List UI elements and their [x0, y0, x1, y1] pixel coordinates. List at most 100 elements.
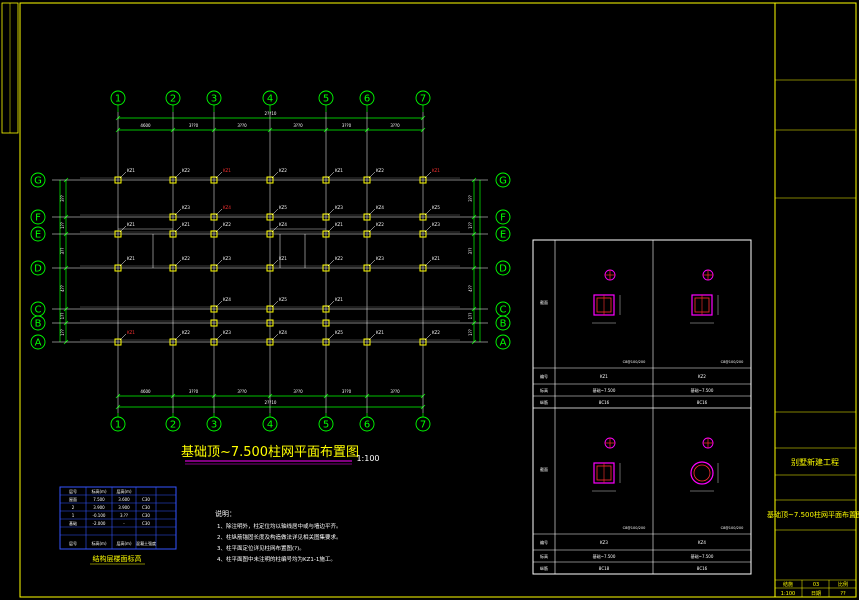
- axis-bubble: [415, 90, 431, 106]
- column-label: KZ1: [182, 222, 190, 227]
- column-square: [169, 264, 177, 272]
- axis-bubble: [495, 226, 511, 242]
- column-square: [322, 305, 330, 313]
- column-leader: [424, 208, 432, 216]
- section-row-header: 纵筋: [540, 399, 548, 405]
- dimension-label: 3??: [60, 195, 65, 202]
- axis-bubble-label: A: [500, 338, 507, 349]
- axis-bubble-label: G: [499, 176, 507, 187]
- column-label: KZ4: [223, 205, 231, 210]
- section-elev: 基础~7.500: [691, 387, 714, 393]
- column-square: [322, 264, 330, 272]
- dimension-label: 4600: [140, 389, 151, 394]
- axis-bubble: [318, 90, 334, 106]
- notes-heading: 说明：: [215, 509, 236, 518]
- schedule-cell: C30: [142, 521, 150, 526]
- section-id: KZ4: [698, 540, 706, 545]
- axis-bubble: [359, 90, 375, 106]
- axis-bubble-label: 4: [267, 420, 273, 431]
- title-block-cell: 03: [813, 582, 819, 588]
- axis-bubble: [30, 172, 46, 188]
- axis-bubble: [110, 90, 126, 106]
- schedule-cell: 3.??: [120, 513, 128, 518]
- column-leader: [368, 333, 376, 341]
- dimension-label: 3??0: [342, 389, 352, 394]
- column-square: [419, 176, 427, 184]
- column-leader: [174, 171, 182, 179]
- axis-bubble: [359, 416, 375, 432]
- axis-bubble-label: B: [35, 319, 42, 330]
- section-rebar: 8C16: [599, 400, 610, 405]
- column-square: [169, 213, 177, 221]
- column-square: [419, 338, 427, 346]
- axis-bubble-label: B: [500, 319, 507, 330]
- dimension-label: 3??0: [342, 123, 352, 128]
- plan-scale: 1:100: [356, 454, 379, 463]
- dimension-label: 4??: [60, 285, 65, 292]
- column-leader: [174, 208, 182, 216]
- column-leader: [271, 300, 279, 308]
- axis-bubble-label: 7: [420, 420, 426, 431]
- column-leader: [424, 225, 432, 233]
- column-label: KZ3: [432, 222, 440, 227]
- schedule-cell: C30: [142, 497, 150, 502]
- column-square: [322, 176, 330, 184]
- axis-bubble: [30, 260, 46, 276]
- column-label: KZ3: [223, 256, 231, 261]
- axis-bubble-label: 1: [115, 94, 121, 105]
- column-label: KZ1: [279, 256, 287, 261]
- schedule-cell: 屋面: [69, 496, 77, 502]
- column-label: KZ2: [182, 168, 190, 173]
- dimension-label: 3??: [60, 248, 65, 255]
- column-square: [169, 338, 177, 346]
- axis-bubble: [495, 334, 511, 350]
- dimension-label: 2??10: [265, 111, 277, 116]
- column-label: KZ2: [376, 168, 384, 173]
- column-label: KZ4: [279, 330, 287, 335]
- dimension-label: 1??: [468, 329, 473, 336]
- notes: 说明： 1、除注明外，柱定位均以轴线居中或与墙边平齐。 2、柱纵筋锚固长度及构造…: [215, 509, 342, 563]
- dimension-label: 4??: [468, 285, 473, 292]
- column-label: KZ5: [279, 205, 287, 210]
- schedule-cell: 7.500: [93, 497, 105, 502]
- section-rebar: 8C16: [697, 400, 708, 405]
- axis-bubble-label: C: [35, 305, 42, 316]
- column-leader: [215, 333, 223, 341]
- column-square: [210, 213, 218, 221]
- dimension-label: 3??0: [390, 123, 400, 128]
- column-leader: [271, 208, 279, 216]
- plan-grid-lines: [52, 112, 488, 413]
- column-square: [322, 213, 330, 221]
- section-row-header: 编号: [540, 373, 548, 379]
- column-leader: [327, 171, 335, 179]
- section-hoop: C8@100/200: [623, 526, 646, 530]
- column-label: KZ1: [335, 222, 343, 227]
- column-square: [266, 264, 274, 272]
- column-leader: [271, 171, 279, 179]
- plan-title: 基础顶~7.500柱网平面布置图: [181, 445, 359, 460]
- axis-bubble: [110, 416, 126, 432]
- title-block-project: 别墅新建工程: [791, 457, 839, 467]
- column-leader: [271, 225, 279, 233]
- column-square: [419, 213, 427, 221]
- dimension-label: 2??10: [265, 400, 277, 405]
- axis-bubble: [262, 90, 278, 106]
- column-leader: [215, 300, 223, 308]
- axis-bubble-label: 3: [211, 420, 217, 431]
- column-leader: [215, 225, 223, 233]
- axis-bubble-label: 6: [364, 94, 370, 105]
- axis-bubble-label: D: [499, 264, 507, 275]
- column-label: KZ4: [279, 222, 287, 227]
- axis-bubble-label: 5: [323, 94, 329, 105]
- column-label: KZ5: [335, 330, 343, 335]
- section-row-header: 标高: [540, 387, 548, 393]
- column-label: KZ2: [182, 330, 190, 335]
- axis-bubble: [30, 209, 46, 225]
- column-label: KZ2: [432, 330, 440, 335]
- column-label: KZ4: [223, 297, 231, 302]
- column-label: KZ5: [432, 205, 440, 210]
- column-leader: [174, 333, 182, 341]
- column-leader: [119, 259, 127, 267]
